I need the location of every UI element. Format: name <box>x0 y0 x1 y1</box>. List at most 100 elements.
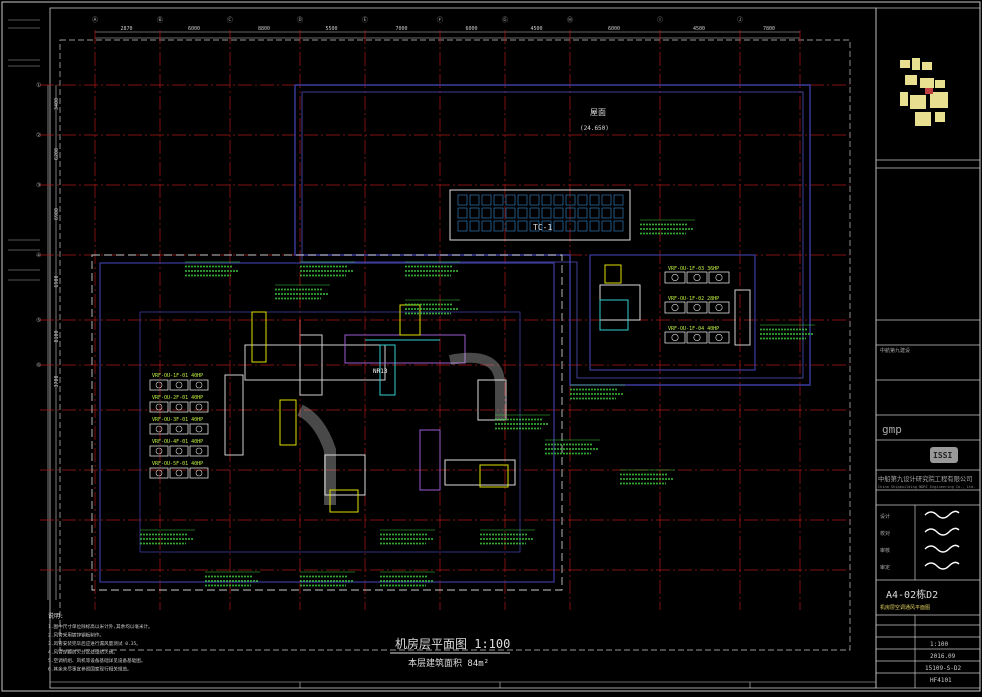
vrf-unit <box>149 467 169 479</box>
signature-role: 审定 <box>880 564 890 571</box>
top-dimension: 6000 <box>188 26 200 32</box>
roof-level: (24.650) <box>580 125 609 132</box>
column-axis-label: Ⓙ <box>737 16 743 24</box>
vrf-unit <box>149 379 169 391</box>
vrf-fan-icon <box>195 469 203 477</box>
vrf-unit <box>169 379 189 391</box>
vrf-label: VRF-OU-1F-02 28HP <box>668 296 719 302</box>
top-dimension: 4500 <box>531 26 543 32</box>
row-axis-label: ① <box>36 82 41 89</box>
row-axis-label: ④ <box>36 252 41 259</box>
row-axis-label: ⑥ <box>36 362 41 369</box>
vrf-unit <box>169 445 189 457</box>
vrf-fan-icon <box>195 425 203 433</box>
vrf-label: VRF-OU-3F-01 40HP <box>152 417 203 423</box>
owner-name: 中航第九建设 <box>880 347 910 354</box>
vrf-fan-icon <box>155 447 163 455</box>
vrf-unit <box>149 445 169 457</box>
bottom-strip <box>50 681 876 688</box>
left-dimension: 6200 <box>54 148 60 160</box>
column-axis-label: Ⓓ <box>297 16 303 24</box>
vrf-unit <box>686 301 708 314</box>
vrf-fan-icon <box>195 381 203 389</box>
title-block <box>875 7 981 689</box>
vrf-fan-icon <box>671 273 679 281</box>
left-margin-marks <box>8 19 40 281</box>
column-axis-label: Ⓕ <box>437 16 443 24</box>
issi-logo: ISSI <box>930 447 958 463</box>
vrf-fan-icon <box>693 303 701 311</box>
vrf-unit <box>686 271 708 284</box>
column-axis-label: Ⓗ <box>567 16 573 24</box>
top-dimension: 8800 <box>258 26 270 32</box>
top-dimension: 6000 <box>466 26 478 32</box>
note-line: 5.空调机组、风机等设备基础详见设备基础图。 <box>48 657 145 664</box>
vrf-label: VRF-OU-4F-01 40HP <box>152 439 203 445</box>
vrf-fan-icon <box>671 303 679 311</box>
top-dimension: 7000 <box>396 26 408 32</box>
sheet-number: HF4101 <box>930 677 952 684</box>
plan-title: 机房层平面图 1:100 <box>395 636 510 651</box>
vrf-unit <box>708 301 730 314</box>
vrf-unit <box>708 271 730 284</box>
tc-label: TC-1 <box>533 223 552 232</box>
vrf-label: VRF-OU-1F-01 40HP <box>152 373 203 379</box>
column-axis-label: Ⓔ <box>362 16 368 24</box>
note-line: 3.风管安装完毕后应进行漏风量测试 0.35。 <box>48 640 141 647</box>
left-dimension: 8100 <box>54 330 60 342</box>
note-line: 2.风管采用镀锌钢板制作。 <box>48 632 104 639</box>
vrf-unit <box>664 301 686 314</box>
left-dimension: 6900 <box>54 208 60 220</box>
notes-heading: 说明: <box>48 612 64 620</box>
column-axis-label: Ⓑ <box>157 16 163 24</box>
vrf-fan-icon <box>195 447 203 455</box>
scale-value: 1:100 <box>930 641 948 648</box>
site-key-plan <box>900 58 948 126</box>
notes-body: 1.图中尺寸单位除标高以米计外,其余均以毫米计。2.风管采用镀锌钢板制作。3.风… <box>48 623 153 673</box>
column-axis-label: Ⓐ <box>92 16 98 24</box>
vrf-fan-icon <box>155 403 163 411</box>
drawing-name: A4-02栋D2 <box>886 588 938 601</box>
axis-grid <box>40 30 850 610</box>
plant-room-outline <box>91 254 756 591</box>
vrf-unit <box>708 331 730 344</box>
vrf-fan-icon <box>693 333 701 341</box>
vrf-unit <box>664 271 686 284</box>
vrf-unit <box>169 401 189 413</box>
signature-role: 审核 <box>880 547 890 554</box>
top-dimension: 6000 <box>608 26 620 32</box>
vrf-label: VRF-OU-1F-04 40HP <box>668 326 719 332</box>
vrf-fan-icon <box>155 425 163 433</box>
signature-role: 校对 <box>880 530 890 537</box>
left-dimension-chain <box>47 85 57 600</box>
vrf-unit <box>189 379 209 391</box>
vrf-fan-icon <box>175 469 183 477</box>
inner-border <box>49 7 877 689</box>
top-dimension: 2870 <box>121 26 133 32</box>
vrf-fan-icon <box>671 333 679 341</box>
left-dimension: 3700 <box>54 375 60 387</box>
top-dimension: 4500 <box>693 26 705 32</box>
vrf-fan-icon <box>715 333 723 341</box>
row-axis-label: ③ <box>36 182 41 189</box>
note-line: 6.其余未尽事宜参照国家现行相关规范。 <box>48 666 132 673</box>
vrf-fan-icon <box>155 469 163 477</box>
top-dimension-chain <box>95 31 800 39</box>
annotation-leaders <box>140 219 815 587</box>
vrf-fan-icon <box>693 273 701 281</box>
vrf-unit <box>189 467 209 479</box>
note-line: 4.风管穿越防火分区处设防火阀。 <box>48 649 118 656</box>
vrf-fan-icon <box>175 425 183 433</box>
vrf-unit <box>149 401 169 413</box>
vrf-fan-icon <box>175 381 183 389</box>
vrf-label: VRF-OU-2F-01 40HP <box>152 395 203 401</box>
drawing-subtitle: 机房层空调通风平面图 <box>880 604 930 611</box>
date-value: 2016.09 <box>930 653 956 660</box>
top-dimension: 5500 <box>326 26 338 32</box>
